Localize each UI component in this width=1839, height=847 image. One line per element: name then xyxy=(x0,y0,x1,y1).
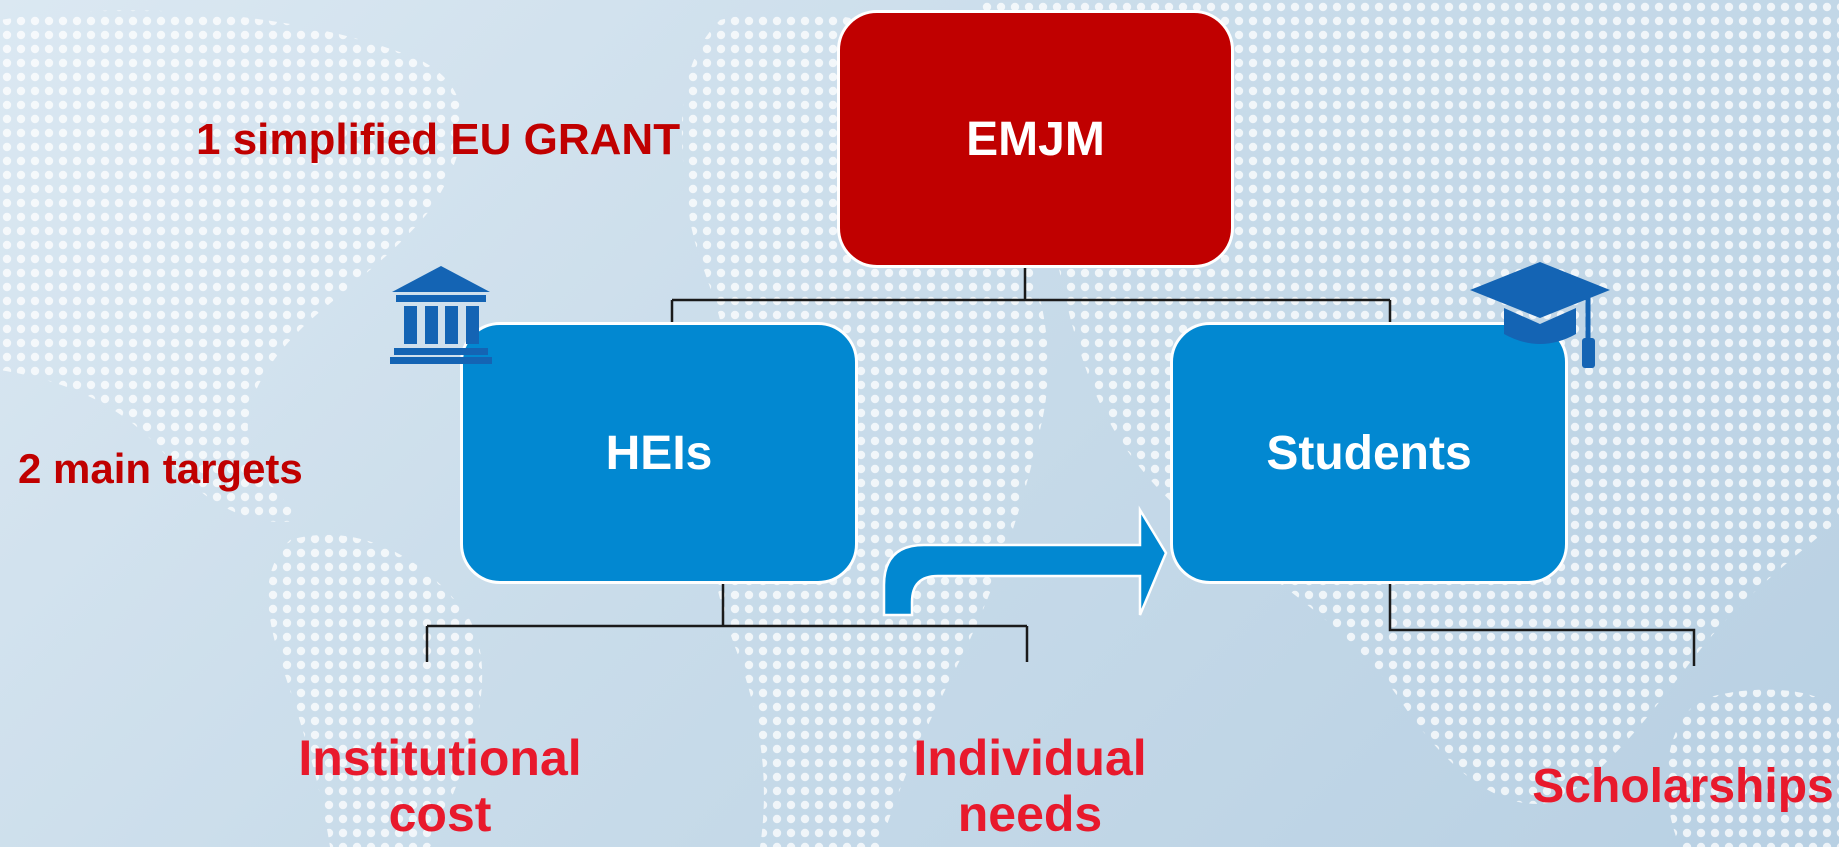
targets-label: 2 main targets xyxy=(18,445,303,492)
scholarships-label: Scholarships xyxy=(1532,760,1834,813)
heis-branch-line xyxy=(425,582,1029,662)
root-branch-line xyxy=(670,266,1392,322)
heis-node-label: HEIs xyxy=(605,426,713,480)
individual-needs-label: Individual needs xyxy=(913,730,1147,842)
students-node-label: Students xyxy=(1266,426,1472,480)
students-branch-line xyxy=(1388,582,1696,666)
bent-arrow-icon xyxy=(882,505,1168,617)
grant-label: 1 simplified EU GRANT xyxy=(196,115,681,164)
emjm-node-label: EMJM xyxy=(966,112,1105,166)
graduation-cap-icon xyxy=(1470,262,1610,368)
institution-building-icon xyxy=(390,266,492,364)
emjm-node: EMJM xyxy=(837,10,1234,268)
heis-node: HEIs xyxy=(460,322,858,584)
institutional-cost-label: Institutional cost xyxy=(298,730,582,842)
students-node: Students xyxy=(1170,322,1568,584)
